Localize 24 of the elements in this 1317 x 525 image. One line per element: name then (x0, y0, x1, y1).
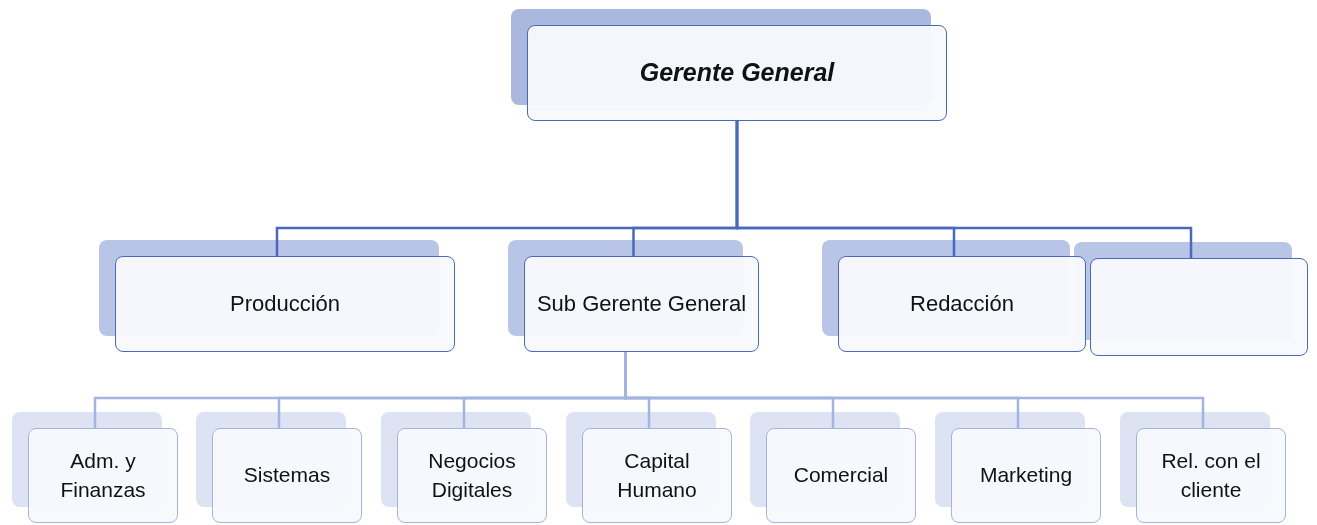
org-box (838, 256, 1086, 352)
org-box (212, 428, 362, 523)
title-text: Gerente General (639, 57, 835, 89)
org-box (524, 256, 759, 352)
org-box (1136, 428, 1286, 523)
org-box (766, 428, 916, 523)
connector-line (735, 121, 1193, 258)
unit-label: Marketing (979, 462, 1073, 489)
unit-label: Rel. con el cliente (1160, 448, 1262, 503)
org-box (115, 256, 455, 352)
org-box (951, 428, 1101, 523)
unit-label: Negocios Digitales (427, 448, 517, 503)
unit-label: Adm. y Finanzas (59, 448, 147, 503)
org-box (397, 428, 547, 523)
org-box (527, 25, 947, 121)
unit-label: Sistemas (243, 462, 331, 489)
box-shape (1090, 258, 1308, 356)
unit-label: Producción (229, 290, 341, 319)
org-box (582, 428, 732, 523)
org-box (28, 428, 178, 523)
unit-label: Comercial (793, 462, 889, 489)
unit-label: Capital Humano (616, 448, 698, 503)
unit-label: Sub Gerente General (536, 290, 747, 319)
unit-label: Redacción (910, 290, 1014, 319)
